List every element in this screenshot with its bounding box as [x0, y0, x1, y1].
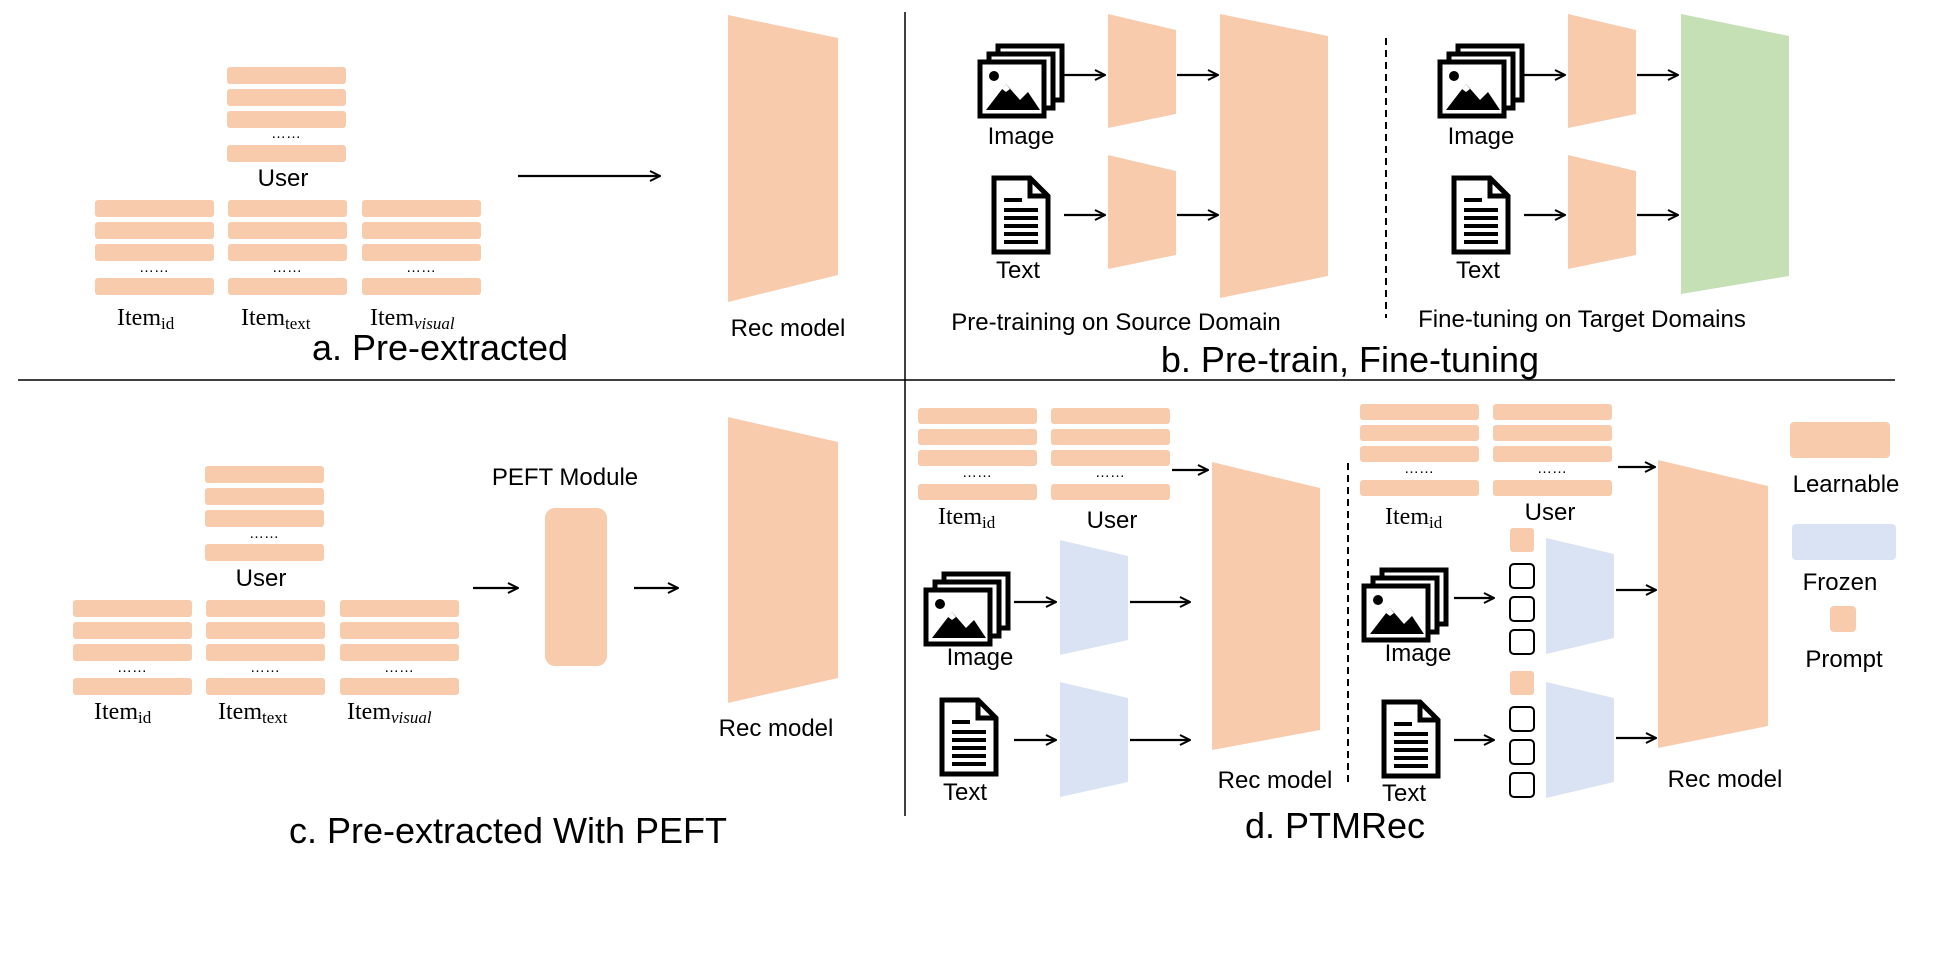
image-encoder	[1568, 14, 1636, 128]
rec-model-label: Rec model	[719, 715, 834, 742]
item-text-label: Itemtext	[218, 699, 288, 727]
item-id-stack: ……	[73, 600, 192, 695]
user-embedding-stack: ……	[227, 67, 346, 162]
user-embedding-stack: ……	[205, 466, 324, 561]
prompt-slots	[1509, 563, 1535, 655]
item-id-label: Itemid	[1385, 504, 1443, 532]
item-id-stack: ……	[918, 408, 1037, 500]
item-text-label: Itemtext	[241, 305, 311, 333]
frozen-text-encoder	[1060, 682, 1128, 797]
panel-b: Image Text Pre-training on Source Domain…	[951, 14, 1789, 380]
image-label: Image	[947, 644, 1014, 671]
item-visual-label: Itemvisual	[347, 699, 432, 727]
legend-frozen-swatch	[1792, 524, 1896, 560]
frozen-image-encoder	[1546, 538, 1614, 654]
svg-text:……: ……	[406, 259, 436, 276]
rec-model-label: Rec model	[731, 315, 846, 342]
svg-text:……: ……	[1537, 460, 1567, 477]
image-label: Image	[1448, 123, 1515, 150]
image-icon	[980, 46, 1062, 116]
svg-text:……: ……	[384, 659, 414, 676]
user-label: User	[1087, 507, 1138, 534]
text-encoder	[1568, 155, 1636, 269]
panel-b-caption: b. Pre-train, Fine-tuning	[1161, 339, 1539, 380]
rec-model-trapezoid	[1658, 460, 1768, 748]
item-text-stack: ……	[206, 600, 325, 695]
svg-text:……: ……	[139, 259, 169, 276]
svg-text:……: ……	[250, 659, 280, 676]
legend-learnable-label: Learnable	[1793, 471, 1900, 498]
peft-module	[545, 508, 607, 666]
frozen-image-encoder	[1060, 540, 1128, 655]
text-label: Text	[943, 779, 987, 806]
item-id-label: Itemid	[94, 699, 152, 727]
text-encoder	[1108, 155, 1176, 269]
rec-model-trapezoid	[728, 15, 838, 302]
legend-frozen-label: Frozen	[1803, 569, 1878, 596]
rec-model-trapezoid	[728, 417, 838, 703]
item-id-stack: ……	[95, 200, 214, 295]
peft-module-label: PEFT Module	[492, 464, 638, 491]
user-embedding-stack: ……	[1493, 404, 1612, 496]
svg-text:……: ……	[271, 125, 301, 142]
panel-c-caption: c. Pre-extracted With PEFT	[289, 810, 727, 851]
user-label: User	[236, 565, 287, 592]
legend-prompt-label: Prompt	[1805, 646, 1883, 673]
item-id-label: Itemid	[117, 305, 175, 333]
panel-d-caption: d. PTMRec	[1245, 805, 1425, 846]
item-visual-stack: ……	[362, 200, 481, 295]
document-icon	[942, 700, 996, 774]
text-label: Text	[1382, 780, 1426, 807]
legend: Learnable Frozen Prompt	[1790, 422, 1899, 673]
prompt-token	[1510, 671, 1534, 695]
item-id-label: Itemid	[938, 504, 996, 532]
svg-text:……: ……	[1404, 460, 1434, 477]
prompt-slots	[1509, 706, 1535, 798]
legend-learnable-swatch	[1790, 422, 1890, 458]
finetune-rec-model	[1681, 14, 1789, 294]
svg-text:……: ……	[117, 659, 147, 676]
document-icon	[1384, 702, 1438, 776]
svg-text:……: ……	[272, 259, 302, 276]
item-text-stack: ……	[228, 200, 347, 295]
panel-d: …… …… Itemid User Image Text Rec model	[918, 404, 1782, 846]
svg-text:……: ……	[249, 525, 279, 542]
image-label: Image	[988, 123, 1055, 150]
item-id-stack: ……	[1360, 404, 1479, 496]
prompt-token	[1510, 528, 1534, 552]
svg-text:……: ……	[1095, 464, 1125, 481]
image-encoder	[1108, 14, 1176, 128]
text-label: Text	[1456, 257, 1500, 284]
document-icon	[1454, 178, 1508, 252]
pretrain-rec-model	[1220, 14, 1328, 298]
item-visual-label: Itemvisual	[370, 305, 455, 333]
frozen-text-encoder	[1546, 682, 1614, 798]
pretrain-label: Pre-training on Source Domain	[951, 309, 1281, 336]
rec-model-label: Rec model	[1218, 767, 1333, 794]
panel-dividers	[18, 12, 1895, 816]
item-visual-stack: ……	[340, 600, 459, 695]
panel-a-caption: a. Pre-extracted	[312, 327, 568, 368]
finetune-label: Fine-tuning on Target Domains	[1418, 306, 1746, 333]
rec-model-label: Rec model	[1668, 766, 1783, 793]
image-icon	[926, 574, 1008, 644]
image-label: Image	[1385, 640, 1452, 667]
image-icon	[1364, 570, 1446, 640]
legend-prompt-swatch	[1830, 606, 1856, 632]
text-label: Text	[996, 257, 1040, 284]
svg-text:……: ……	[962, 464, 992, 481]
document-icon	[994, 178, 1048, 252]
user-embedding-stack: ……	[1051, 408, 1170, 500]
image-icon	[1440, 46, 1522, 116]
user-label: User	[1525, 499, 1576, 526]
panel-c: …… User …… …… …… Itemid Itemtext Itemv	[73, 417, 838, 851]
panel-a: …… User …… …… …… Itemid Itemtext Itemv	[95, 15, 845, 368]
rec-model-trapezoid	[1212, 462, 1320, 750]
user-label: User	[258, 165, 309, 192]
